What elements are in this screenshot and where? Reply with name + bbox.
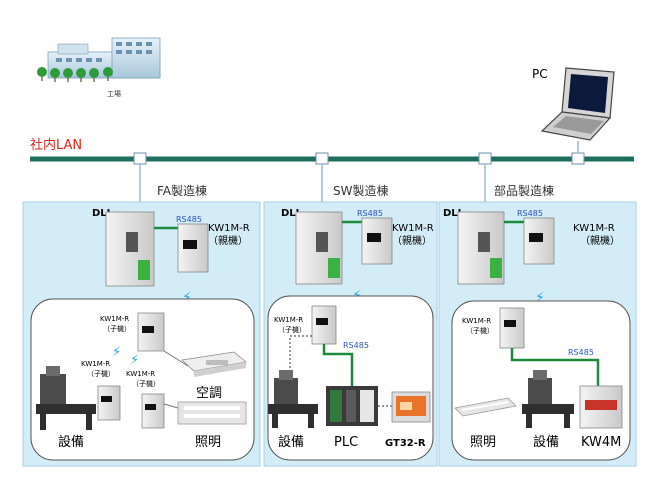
- parent-name: KW1M-R: [208, 223, 250, 234]
- dll-label: DLL: [281, 208, 303, 219]
- rs485-label-inner: RS485: [568, 348, 594, 357]
- parent-sub: （親機）: [208, 234, 248, 247]
- light-fixture-icon: [454, 397, 517, 417]
- rs485-label-top: RS485: [176, 215, 202, 224]
- child-name: KW1M-R: [100, 315, 129, 323]
- child-name: KW1M-R: [81, 360, 110, 368]
- dll-unit-icon: [295, 211, 343, 285]
- device-label: 設備: [278, 434, 304, 450]
- wireless-icon: ⚡: [112, 345, 121, 360]
- child-sub: （子機）: [87, 369, 115, 378]
- dll-label: DLL: [443, 208, 465, 219]
- child-sub: （子機）: [103, 324, 131, 333]
- parent-name: KW1M-R: [392, 223, 434, 234]
- child-sub: （子機）: [132, 379, 160, 388]
- device-label: 設備: [58, 434, 84, 450]
- wireless-icon: ⚡: [535, 290, 545, 306]
- factory-icon: [37, 37, 161, 82]
- building-title-fa: FA製造棟: [157, 183, 207, 198]
- device-label: GT32-R: [385, 438, 426, 449]
- kw1m-parent-icon: [361, 217, 393, 265]
- gt32-panel-icon: [391, 391, 431, 423]
- device-label: 照明: [195, 435, 221, 450]
- kw1m-child-icon: [97, 385, 165, 429]
- factory-label: 工場: [107, 89, 121, 98]
- kw1m-child-icon: [499, 307, 525, 349]
- rs485-label-top: RS485: [517, 209, 543, 218]
- lan-connectors: [133, 152, 585, 165]
- lan-label: 社内LAN: [30, 137, 82, 153]
- device-label: KW4M: [581, 435, 621, 450]
- kw4m-meter-icon: [579, 385, 623, 429]
- child-sub: （子機）: [278, 325, 306, 334]
- parent-name: KW1M-R: [573, 223, 615, 234]
- child-name: KW1M-R: [126, 370, 155, 378]
- rs485-label-inner: RS485: [343, 341, 369, 350]
- kw1m-parent-icon: [523, 217, 555, 265]
- child-name: KW1M-R: [462, 317, 491, 325]
- wireless-icon: ⚡: [182, 290, 192, 306]
- kw1m-parent-icon: [177, 223, 209, 273]
- building-title-parts: 部品製造棟: [494, 183, 554, 198]
- dll-unit-icon: [457, 211, 505, 285]
- air-conditioner-icon: [181, 351, 247, 377]
- machine-icon: [268, 370, 318, 428]
- building-title-sw: SW製造棟: [333, 183, 388, 198]
- kw1m-child-icon: [311, 305, 337, 345]
- parent-sub: （親機）: [392, 234, 432, 247]
- machine-icon: [36, 366, 96, 430]
- device-label: 設備: [533, 434, 559, 450]
- child-name: KW1M-R: [274, 316, 303, 324]
- device-label: 照明: [470, 435, 496, 450]
- dll-unit-icon: [105, 211, 155, 287]
- pc-label: PC: [532, 67, 548, 81]
- plc-icon: [326, 386, 378, 426]
- rs485-label-top: RS485: [357, 209, 383, 218]
- child-sub: （子機）: [466, 326, 494, 335]
- wireless-icon: ⚡: [130, 353, 139, 368]
- laptop-icon: [540, 67, 615, 141]
- kw1m-child-icon: [137, 312, 165, 352]
- light-fixture-icon: [177, 401, 247, 425]
- parent-sub: （親機）: [580, 234, 620, 247]
- dll-label: DLL: [92, 208, 114, 219]
- device-label: 空調: [196, 386, 222, 401]
- device-label: PLC: [334, 435, 358, 450]
- machine-icon: [522, 370, 574, 428]
